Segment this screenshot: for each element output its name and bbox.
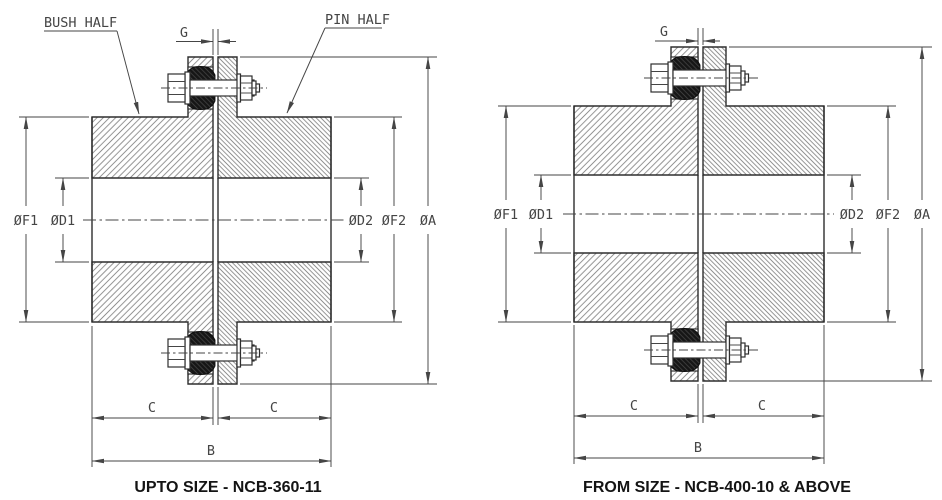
dim-label-b: B: [207, 443, 215, 459]
dim-label-c-left: C: [630, 398, 638, 414]
dimension-a: ØA: [729, 46, 932, 382]
dim-label-c-right: C: [270, 400, 278, 416]
dimension-f2: ØF2: [334, 116, 406, 323]
leader-line: [116, 30, 140, 115]
right-drawing: ØF1 ØD1 ØD2 ØF2 ØA: [494, 24, 932, 496]
dim-label-f2: ØF2: [876, 207, 900, 223]
pin-bolt-assembly-bottom: [643, 327, 759, 373]
dimension-g: G: [176, 25, 236, 55]
leader-line: [286, 27, 326, 114]
pin-half-label: PIN HALF: [325, 12, 390, 28]
dim-label-f1: ØF1: [14, 213, 38, 229]
dim-label-f2: ØF2: [382, 213, 406, 229]
callout-pin-half: PIN HALF: [286, 12, 390, 114]
bush-half-label: BUSH HALF: [44, 15, 117, 31]
dimension-c-b: C C B: [91, 326, 332, 467]
pin-bolt-assembly-top: [643, 55, 759, 101]
dimension-g: G: [655, 24, 720, 45]
dim-label-f1: ØF1: [494, 207, 518, 223]
pin-bolt-assembly-top: [160, 65, 268, 111]
dimension-d1: ØD1: [529, 174, 571, 254]
right-pin-half-section: [702, 46, 825, 382]
pin-bolt-assembly-bottom: [160, 330, 268, 376]
dimension-d2: ØD2: [827, 174, 864, 254]
dim-label-g: G: [660, 24, 668, 40]
dimension-f1: ØF1: [494, 105, 571, 323]
dim-label-d2: ØD2: [349, 213, 373, 229]
dim-label-d2: ØD2: [840, 207, 864, 223]
dimension-f2: ØF2: [827, 105, 900, 323]
left-pin-half-section: [217, 56, 332, 385]
dimension-f1: ØF1: [14, 116, 89, 323]
dim-label-d1: ØD1: [51, 213, 75, 229]
left-bush-half-section: [91, 56, 214, 385]
dim-label-d1: ØD1: [529, 207, 553, 223]
dim-label-c-right: C: [758, 398, 766, 414]
dimension-d1: ØD1: [51, 177, 89, 263]
right-caption: FROM SIZE - NCB-400-10 & ABOVE: [583, 479, 851, 496]
left-drawing: ØF1 ØD1 ØD2 ØF2 ØA: [14, 12, 437, 496]
dimension-a: ØA: [240, 56, 437, 385]
dimension-d2: ØD2: [334, 177, 373, 263]
dim-label-c-left: C: [148, 400, 156, 416]
callout-bush-half: BUSH HALF: [44, 15, 140, 115]
dimension-c-b: C C B: [573, 325, 825, 464]
dim-label-g: G: [180, 25, 188, 41]
left-caption: UPTO SIZE - NCB-360-11: [134, 479, 321, 496]
dim-label-a: ØA: [420, 213, 436, 229]
dim-label-a: ØA: [914, 207, 930, 223]
dim-label-b: B: [694, 440, 702, 456]
